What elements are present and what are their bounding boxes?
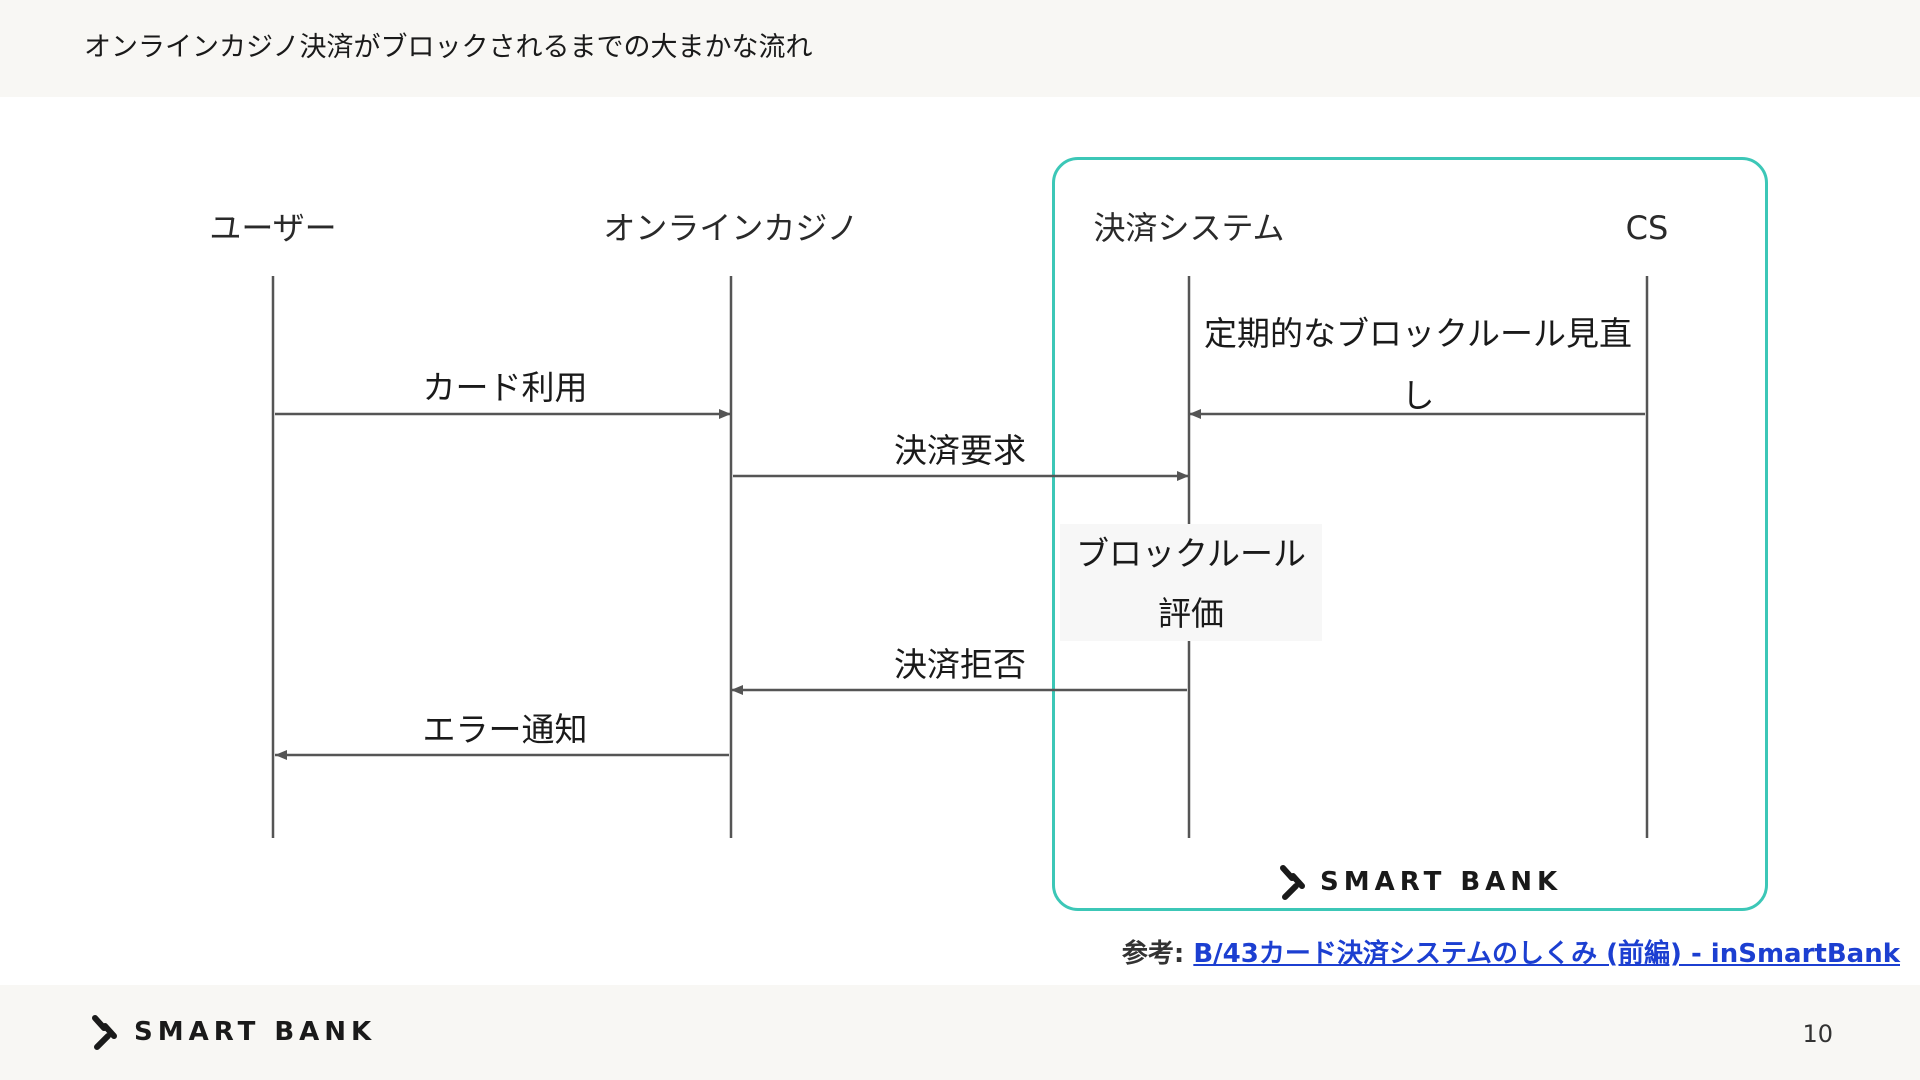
page-number: 10: [1802, 1020, 1833, 1048]
activity-label-block-rule-eval: ブロックルール評価: [1075, 534, 1306, 633]
smartbank-logo-diagram: SMART BANK: [1278, 862, 1562, 902]
footer-band: [0, 985, 1920, 1080]
lifeline-label-casino: オンラインカジノ: [603, 209, 859, 247]
header-band: オンラインカジノ決済がブロックされるまでの大まかな流れ: [0, 0, 1920, 97]
reference-link[interactable]: B/43カード決済システムのしくみ (前編) - inSmartBank: [1193, 939, 1900, 969]
activity-box: [1060, 524, 1322, 641]
message-label-rule-review: 定期的なブロックルール見直し: [1203, 314, 1632, 415]
slide-title: オンラインカジノ決済がブロックされるまでの大まかな流れ: [84, 32, 813, 63]
smartbank-mark-icon: [1280, 865, 1305, 900]
reference-note: 参考: B/43カード決済システムのしくみ (前編) - inSmartBank: [1122, 936, 1900, 972]
lifeline-label-payment: 決済システム: [1093, 209, 1285, 247]
lifeline-label-cs: CS: [1625, 209, 1669, 247]
message-label-card-use: カード利用: [422, 368, 588, 407]
message-label-error-notify: エラー通知: [422, 710, 588, 749]
payment-system-highlight-box: [1052, 157, 1768, 911]
logo-wordmark: SMART BANK: [1320, 867, 1563, 897]
lifeline-label-user: ユーザー: [209, 209, 337, 247]
message-label-payment-request: 決済要求: [894, 431, 1026, 470]
message-label-payment-reject: 決済拒否: [894, 645, 1026, 684]
logo-wordmark: SMART BANK: [134, 1017, 377, 1047]
smartbank-logo-footer: SMART BANK: [90, 1012, 376, 1052]
smartbank-mark-icon: [92, 1015, 117, 1050]
reference-prefix: 参考:: [1121, 939, 1194, 969]
